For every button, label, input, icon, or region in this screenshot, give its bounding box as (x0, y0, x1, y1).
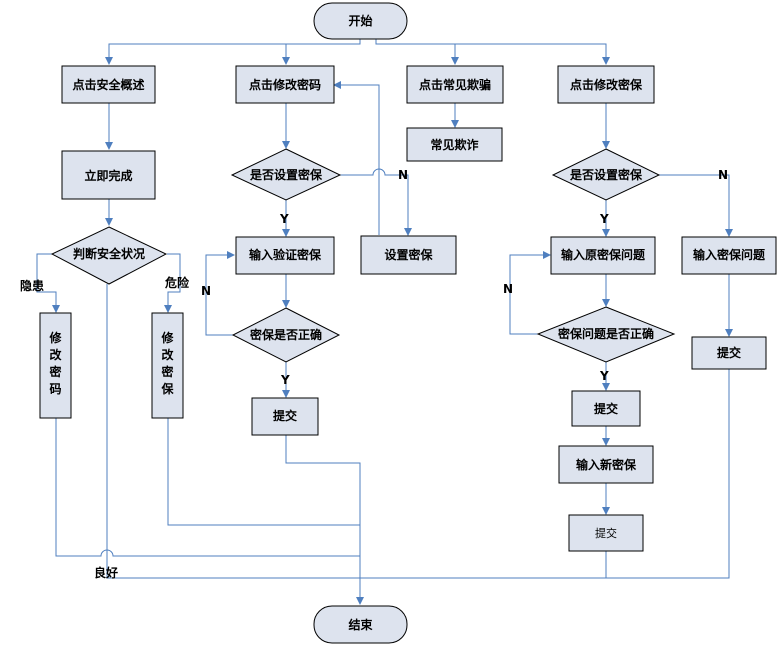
edge-submit4-to-end (606, 369, 730, 579)
node-question-correct: 密保问题是否正确 (536, 306, 676, 363)
node-submit-2-label: 提交 (594, 401, 618, 416)
node-click-common-fraud-label: 点击常见欺骗 (419, 77, 491, 92)
node-input-verify-security: 输入验证密保 (235, 236, 335, 275)
node-input-security-question-label: 输入密保问题 (693, 247, 766, 262)
edge-judge-good (106, 284, 360, 579)
edge-judge-hazard (36, 253, 60, 313)
node-has-security-right-label: 是否设置密保 (569, 167, 643, 182)
node-modify-security-v-char-2: 改 (161, 347, 174, 362)
node-complete-now: 立即完成 (61, 150, 156, 200)
node-modify-security-v-char-4: 保 (160, 381, 174, 396)
label-no-4: N (503, 282, 513, 296)
node-common-fraud-label: 常见欺诈 (430, 137, 478, 152)
edge-check-no (205, 251, 235, 336)
edge-decision-no (340, 168, 412, 236)
edges (36, 38, 733, 605)
node-click-overview: 点击安全概述 (61, 65, 156, 104)
edge-modify-security-to-end (167, 418, 360, 526)
edge-labels: 隐患 危险 良好 Y N N Y Y N N Y (20, 168, 728, 580)
label-yes-4: Y (599, 369, 609, 383)
label-no-3: N (718, 168, 728, 182)
node-submit-1-label: 提交 (273, 408, 297, 423)
edge-start-to-modify-password (282, 38, 361, 65)
node-modify-password-v: 修 改 密 码 (39, 312, 72, 419)
node-input-new-security: 输入新密保 (558, 445, 654, 484)
edge-judge-danger (164, 253, 181, 313)
node-has-security-left-label: 是否设置密保 (249, 167, 323, 182)
label-yes-3: Y (599, 212, 609, 226)
node-click-modify-password-label: 点击修改密码 (249, 77, 321, 92)
node-common-fraud: 常见欺诈 (406, 127, 503, 162)
label-danger: 危险 (164, 275, 190, 290)
node-submit-3-label: 提交 (595, 526, 617, 540)
edge-start-to-modify-security (375, 38, 610, 65)
edge-submit1-to-end (285, 435, 361, 556)
label-good: 良好 (94, 565, 118, 580)
node-start-label: 开始 (348, 13, 372, 28)
node-judge-status: 判断安全状况 (50, 226, 168, 285)
node-modify-password-v-char-4: 码 (49, 382, 61, 396)
node-start: 开始 (313, 2, 408, 40)
node-submit-1: 提交 (251, 397, 319, 436)
node-judge-status-label: 判断安全状况 (73, 246, 145, 261)
edge-start-to-overview (105, 38, 361, 65)
node-has-security-right: 是否设置密保 (551, 148, 661, 201)
node-input-original-question-label: 输入原密保问题 (561, 247, 646, 262)
node-end-label: 结束 (348, 617, 373, 632)
node-submit-2: 提交 (571, 390, 641, 427)
node-modify-security-v: 修 改 密 保 (151, 312, 184, 419)
label-no-2: N (201, 284, 211, 298)
node-input-security-question: 输入密保问题 (681, 236, 777, 275)
node-set-security-label: 设置密保 (384, 247, 433, 262)
node-modify-password-v-char-2: 改 (49, 347, 62, 362)
node-click-modify-security: 点击修改密保 (557, 65, 655, 104)
node-click-common-fraud: 点击常见欺骗 (406, 65, 504, 104)
edge-start-to-common-fraud (375, 38, 459, 65)
node-submit-4-label: 提交 (717, 345, 741, 360)
node-modify-password-v-char-1: 修 (48, 330, 62, 345)
edge-question-check-no (509, 251, 551, 335)
node-submit-3: 提交 (568, 514, 644, 552)
node-set-security: 设置密保 (360, 235, 457, 275)
node-click-modify-password: 点击修改密码 (235, 65, 335, 104)
node-input-new-security-label: 输入新密保 (576, 457, 637, 472)
edge-submit3-to-end (360, 551, 607, 579)
node-has-security-left: 是否设置密保 (230, 148, 342, 201)
edge-decision-right-no (659, 174, 733, 237)
node-input-verify-security-label: 输入验证密保 (249, 247, 322, 262)
edge-set-security-back (333, 81, 380, 235)
node-security-correct: 密保是否正确 (231, 307, 341, 363)
label-yes-1: Y (279, 212, 289, 226)
label-hazard: 隐患 (20, 278, 44, 293)
edge-modify-password-to-end (55, 418, 360, 557)
node-end: 结束 (313, 605, 408, 644)
node-click-modify-security-label: 点击修改密保 (570, 77, 643, 92)
node-modify-security-v-char-1: 修 (160, 330, 174, 345)
node-submit-4: 提交 (691, 336, 767, 370)
node-complete-now-label: 立即完成 (84, 168, 132, 183)
node-modify-password-v-char-3: 密 (49, 364, 61, 379)
node-modify-security-v-char-3: 密 (161, 364, 173, 379)
node-click-overview-label: 点击安全概述 (72, 77, 144, 92)
node-security-correct-label: 密保是否正确 (250, 327, 322, 342)
node-question-correct-label: 密保问题是否正确 (558, 326, 654, 341)
label-no-1: N (398, 168, 408, 182)
label-yes-2: Y (280, 373, 290, 387)
node-input-original-question: 输入原密保问题 (550, 236, 656, 275)
